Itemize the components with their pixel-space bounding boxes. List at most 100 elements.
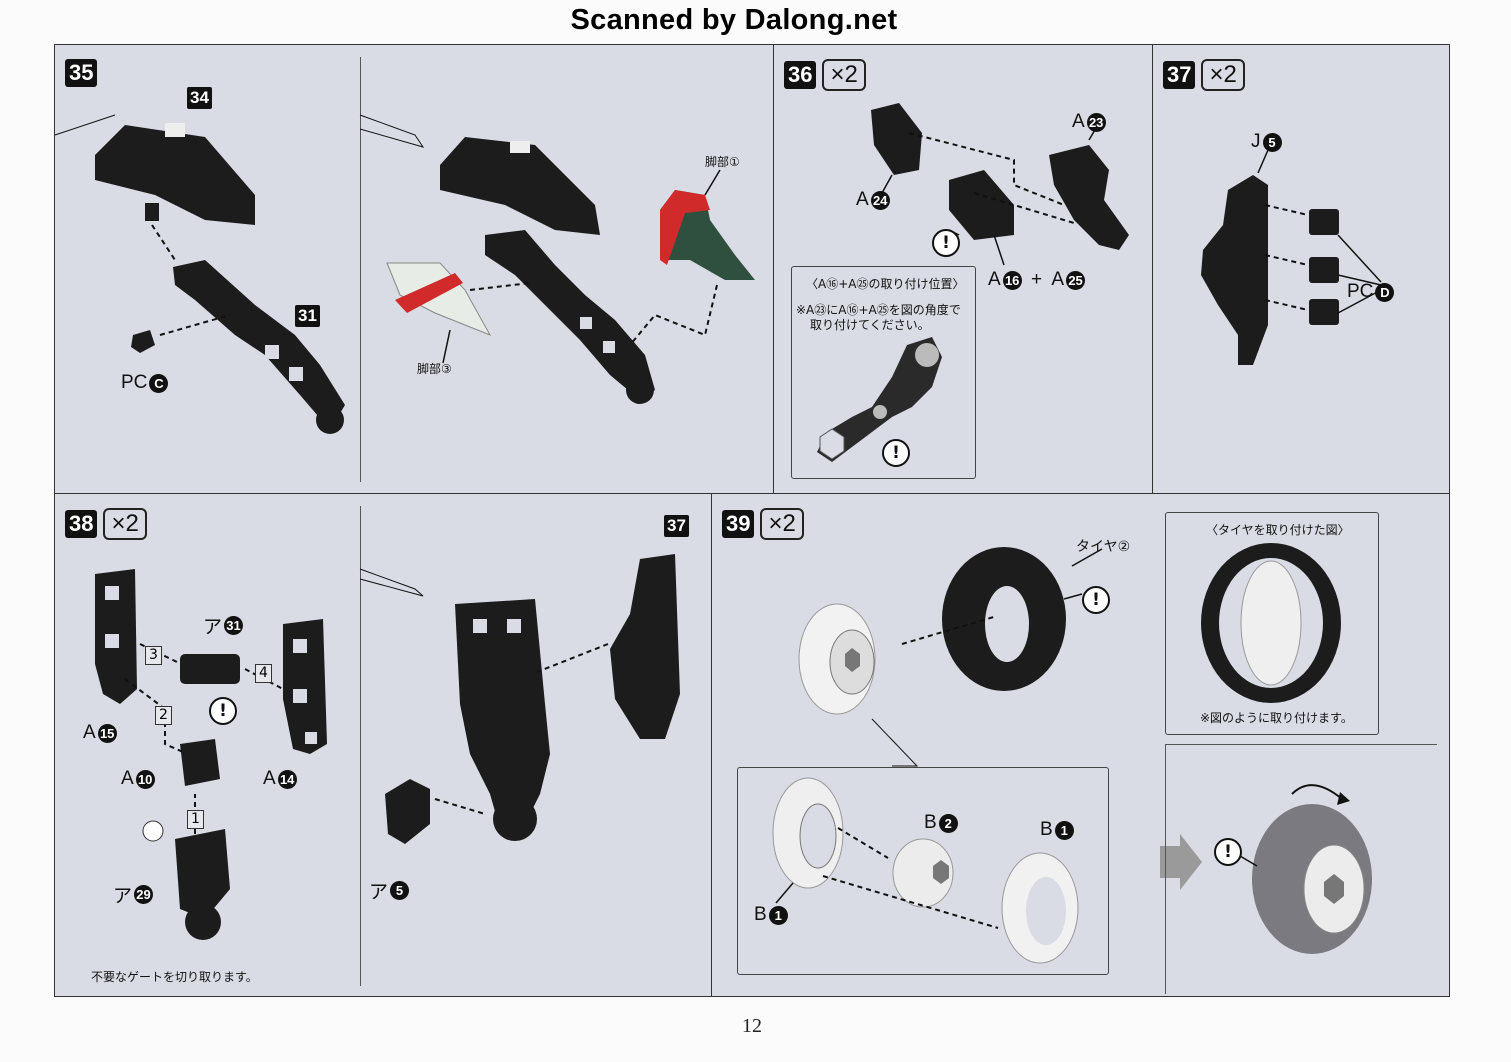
part-badge: 25 xyxy=(1066,270,1086,290)
label-prefix: PC xyxy=(1347,281,1374,302)
multiplier-badge: ×2 xyxy=(1201,59,1245,91)
part-badge: 5 xyxy=(1262,132,1282,152)
part-badge: 24 xyxy=(870,190,890,210)
attachment-position-inset: 〈A⑯+A㉕の取り付け位置〉 ※A㉓にA⑯+A㉕を図の角度で 取り付けてください… xyxy=(791,266,976,479)
warning-icon: ! xyxy=(1214,838,1242,866)
step-marker-1: 1 xyxy=(187,810,204,829)
step-marker-3: 3 xyxy=(145,646,162,665)
panel-divider xyxy=(360,57,361,482)
inset-note: ※図のように取り付けます。 xyxy=(1200,711,1353,725)
step-37-header: 37 ×2 xyxy=(1163,59,1245,91)
step-number: 36 xyxy=(784,61,817,89)
label-prefix: A xyxy=(1072,111,1085,132)
step-37-illustration xyxy=(1201,149,1382,365)
label-prefix: A xyxy=(121,768,134,789)
label-leg-1: 脚部① xyxy=(705,155,740,169)
step-35-illustration xyxy=(54,114,755,434)
step-number: 37 xyxy=(1163,61,1196,89)
warning-icon: ! xyxy=(882,439,910,467)
inset-note-line2: 取り付けてください。 xyxy=(810,318,930,332)
label-prefix: A xyxy=(83,722,96,743)
step-36-header: 36 ×2 xyxy=(784,59,866,91)
label-prefix: PC xyxy=(121,372,148,393)
inset-divider xyxy=(1165,744,1166,994)
inset-illustration xyxy=(817,337,942,462)
tire-attached-inset: 〈タイヤを取り付けた図〉 ※図のように取り付けます。 xyxy=(1165,512,1379,735)
label-prefix: A xyxy=(1051,269,1065,290)
part-badge: 5 xyxy=(390,881,410,900)
inset-illustration xyxy=(1201,543,1341,703)
label-prefix: ア xyxy=(369,882,389,903)
warning-icon: ! xyxy=(209,697,237,725)
part-badge: 1 xyxy=(1054,820,1074,840)
step-36-illustration xyxy=(871,103,1129,266)
label-prefix: ア xyxy=(203,617,223,638)
part-badge: 29 xyxy=(134,885,154,904)
inset-divider xyxy=(1165,744,1437,745)
label-prefix: J xyxy=(1251,131,1261,152)
step-39-header: 39 ×2 xyxy=(722,508,804,540)
callout-part-31: 31 xyxy=(295,305,320,327)
step-35-header: 35 xyxy=(65,59,98,87)
inset-illustration xyxy=(772,777,1079,964)
step-number: 35 xyxy=(65,59,98,87)
step-marker-2: 2 xyxy=(155,706,172,725)
part-badge: 16 xyxy=(1002,270,1022,290)
callout-part-34: 34 xyxy=(187,87,212,109)
part-badge: 15 xyxy=(97,723,117,743)
inset-title: 〈タイヤを取り付けた図〉 xyxy=(1206,523,1350,537)
step-39-panel: 39 ×2 タイヤ② ! 〈タイヤを取り付けた図〉 ※図のように取り付けます。 xyxy=(711,493,1450,997)
label-prefix: B xyxy=(1040,819,1053,840)
page-number: 12 xyxy=(742,1015,762,1037)
label-prefix: A xyxy=(856,189,869,210)
step-number: 39 xyxy=(722,510,755,538)
label-leg-3: 脚部③ xyxy=(417,362,452,376)
step-38-illustration xyxy=(95,554,680,940)
part-badge: C xyxy=(149,373,169,393)
step-39-illustration xyxy=(798,547,1372,954)
label-prefix: B xyxy=(924,812,937,833)
label-prefix: ア xyxy=(113,886,133,907)
scan-credit: Scanned by Dalong.net xyxy=(570,4,898,36)
part-badge: 31 xyxy=(224,616,244,635)
label-prefix: A xyxy=(988,269,1001,290)
plus-sign: + xyxy=(1030,269,1043,290)
part-badge: 2 xyxy=(938,813,958,833)
inset-title: 〈A⑯+A㉕の取り付け位置〉 xyxy=(806,277,965,291)
inset-note-line1: ※A㉓にA⑯+A㉕を図の角度で xyxy=(796,303,961,317)
warning-icon: ! xyxy=(1082,586,1110,614)
multiplier-badge: ×2 xyxy=(822,59,866,91)
multiplier-badge: ×2 xyxy=(103,508,147,540)
label-prefix: B xyxy=(754,904,767,925)
step-38-header: 38 ×2 xyxy=(65,508,147,540)
part-badge: 10 xyxy=(135,769,155,789)
part-badge: 23 xyxy=(1086,112,1106,132)
part-badge: D xyxy=(1375,282,1395,302)
label-tire-2: タイヤ② xyxy=(1076,539,1131,555)
gate-cut-note: 不要なゲートを切り取ります。 xyxy=(91,970,258,984)
label-prefix: A xyxy=(263,768,276,789)
step-marker-4: 4 xyxy=(255,664,272,683)
part-badge: 14 xyxy=(277,769,297,789)
multiplier-badge: ×2 xyxy=(760,508,804,540)
